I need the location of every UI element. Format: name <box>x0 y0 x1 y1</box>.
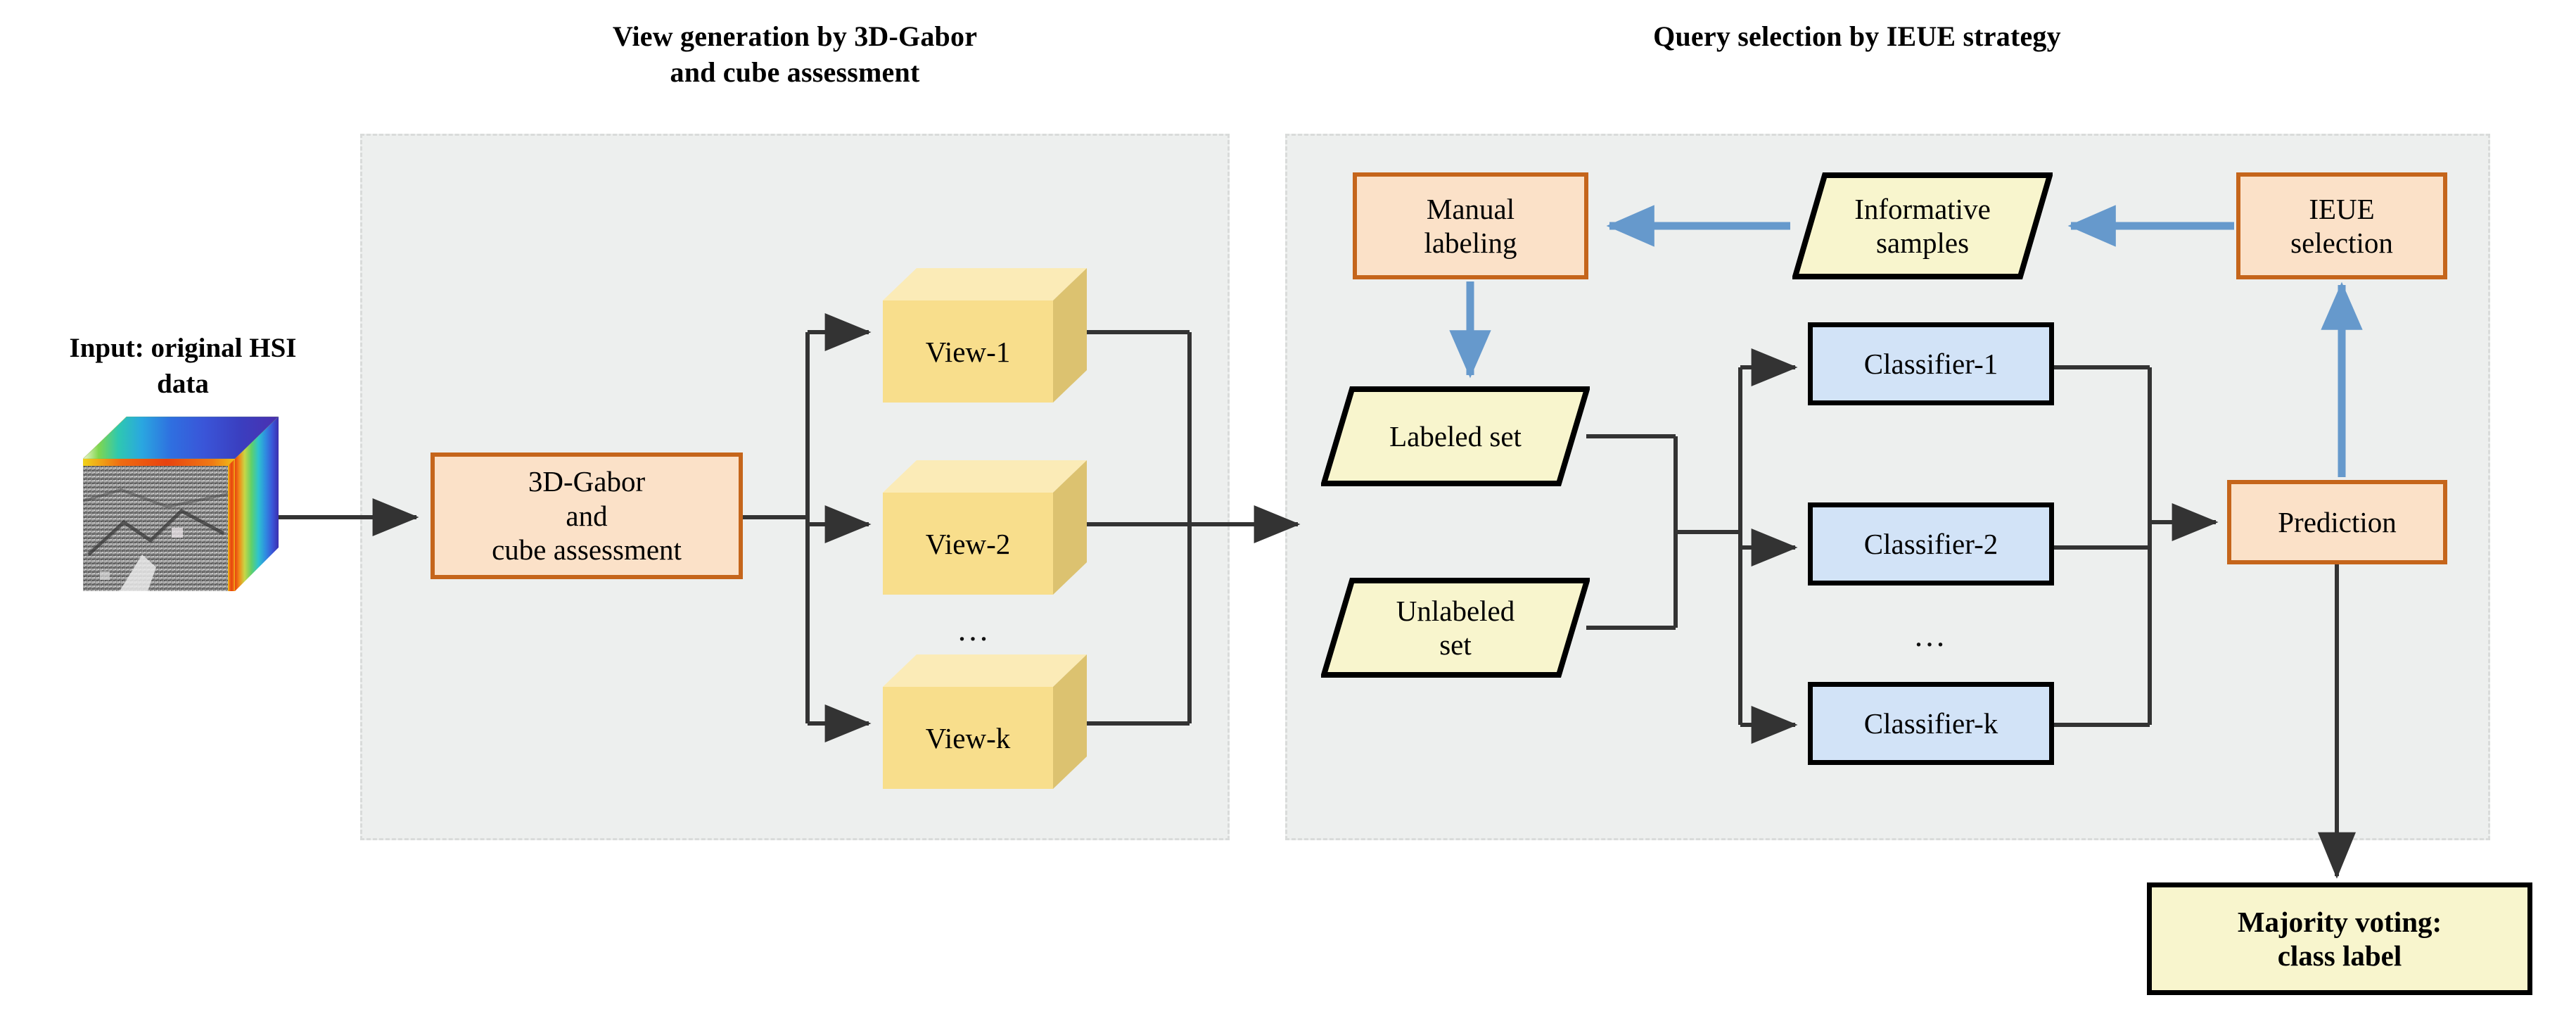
view-cube-k-label: View-k <box>925 721 1011 754</box>
prediction-box[interactable]: Prediction <box>2227 480 2447 564</box>
prediction-label: Prediction <box>2278 505 2397 538</box>
process-line-1: 3D-Gabor <box>528 465 646 498</box>
labeled-set-label: Labeled set <box>1321 386 1590 486</box>
views-ellipsis: ... <box>957 612 991 647</box>
input-label-line1: Input: original HSI <box>69 333 297 363</box>
informative-samples-shape[interactable]: Informative samples <box>1792 172 2053 279</box>
right-panel-title-text: Query selection by IEUE strategy <box>1653 20 2061 52</box>
majority-voting-line2: class label <box>2277 939 2402 972</box>
manual-labeling-box[interactable]: Manual labeling <box>1353 172 1588 279</box>
left-panel-title-line1: View generation by 3D-Gabor <box>612 20 978 52</box>
classifier-1-label: Classifier-1 <box>1863 347 1998 380</box>
classifier-box-k[interactable]: Classifier-k <box>1808 682 2054 765</box>
classifiers-ellipsis: ... <box>1914 617 1948 653</box>
process-line-3: cube assessment <box>492 533 682 567</box>
view-cube-2[interactable]: View-2 <box>883 460 1087 595</box>
view-cube-2-label: View-2 <box>925 527 1011 560</box>
manual-labeling-line1: Manual <box>1426 192 1515 225</box>
classifier-k-label: Classifier-k <box>1863 707 1998 740</box>
labeled-set-line1: Labeled set <box>1389 419 1522 452</box>
unlabeled-set-line2: set <box>1439 628 1472 661</box>
process-3d-gabor-cube-assessment[interactable]: 3D-Gabor and cube assessment <box>431 452 743 579</box>
unlabeled-set-label: Unlabeled set <box>1321 578 1590 678</box>
process-line-2: and <box>566 499 608 532</box>
informative-samples-line2: samples <box>1875 227 1970 259</box>
manual-labeling-line2: labeling <box>1424 227 1517 259</box>
unlabeled-set-line1: Unlabeled <box>1396 594 1515 627</box>
view-cube-1-label: View-1 <box>925 335 1011 368</box>
left-panel-title-line2: and cube assessment <box>670 56 920 89</box>
right-panel-title: Query selection by IEUE strategy <box>1558 18 2156 54</box>
majority-voting-line1: Majority voting: <box>2237 905 2442 938</box>
informative-samples-line1: Informative <box>1854 192 1991 225</box>
left-panel-title: View generation by 3D-Gabor and cube ass… <box>542 18 1048 90</box>
input-label: Input: original HSI data <box>7 331 359 402</box>
ieue-selection-box[interactable]: IEUE selection <box>2236 172 2447 279</box>
classifier-box-2[interactable]: Classifier-2 <box>1808 502 2054 586</box>
informative-samples-label: Informative samples <box>1792 172 2053 279</box>
view-cube-k[interactable]: View-k <box>883 654 1087 789</box>
hsi-cube-image <box>82 416 280 591</box>
classifier-box-1[interactable]: Classifier-1 <box>1808 322 2054 405</box>
ieue-selection-line2: selection <box>2290 227 2393 259</box>
classifier-2-label: Classifier-2 <box>1863 527 1998 560</box>
ieue-selection-line1: IEUE <box>2309 192 2375 225</box>
majority-voting-box[interactable]: Majority voting: class label <box>2147 882 2532 995</box>
unlabeled-set-shape[interactable]: Unlabeled set <box>1321 578 1590 678</box>
input-label-line2: data <box>157 368 209 399</box>
labeled-set-shape[interactable]: Labeled set <box>1321 386 1590 486</box>
view-cube-1[interactable]: View-1 <box>883 268 1087 403</box>
